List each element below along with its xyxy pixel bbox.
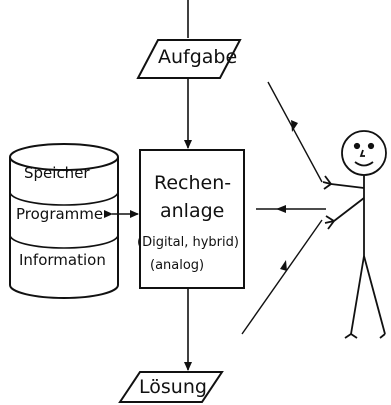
storage-item-speicher: Speicher bbox=[24, 164, 90, 182]
storage-item-programme: Programme bbox=[16, 205, 104, 223]
output-parallelogram bbox=[118, 371, 224, 403]
person-stick-figure bbox=[322, 130, 387, 339]
input-parallelogram bbox=[136, 39, 242, 79]
feedback-arrow-upper bbox=[291, 120, 298, 132]
feedback-line-lower bbox=[241, 219, 323, 335]
feedback-arrow-lower bbox=[280, 260, 287, 271]
feedback-line-upper bbox=[267, 81, 323, 183]
computer-title-line1: Rechen- bbox=[154, 172, 232, 194]
storage-item-information: Information bbox=[19, 251, 106, 269]
output-label: Lösung bbox=[139, 376, 207, 398]
computer-title-line2: anlage bbox=[160, 200, 225, 222]
computer-box bbox=[139, 149, 245, 289]
input-label: Aufgabe bbox=[158, 46, 238, 68]
computer-type-line1: (Digital, hybrid) bbox=[137, 235, 239, 250]
computer-type-line2: (analog) bbox=[150, 258, 205, 273]
person-computer-arrow bbox=[276, 205, 286, 213]
storage-cylinder bbox=[9, 143, 119, 299]
